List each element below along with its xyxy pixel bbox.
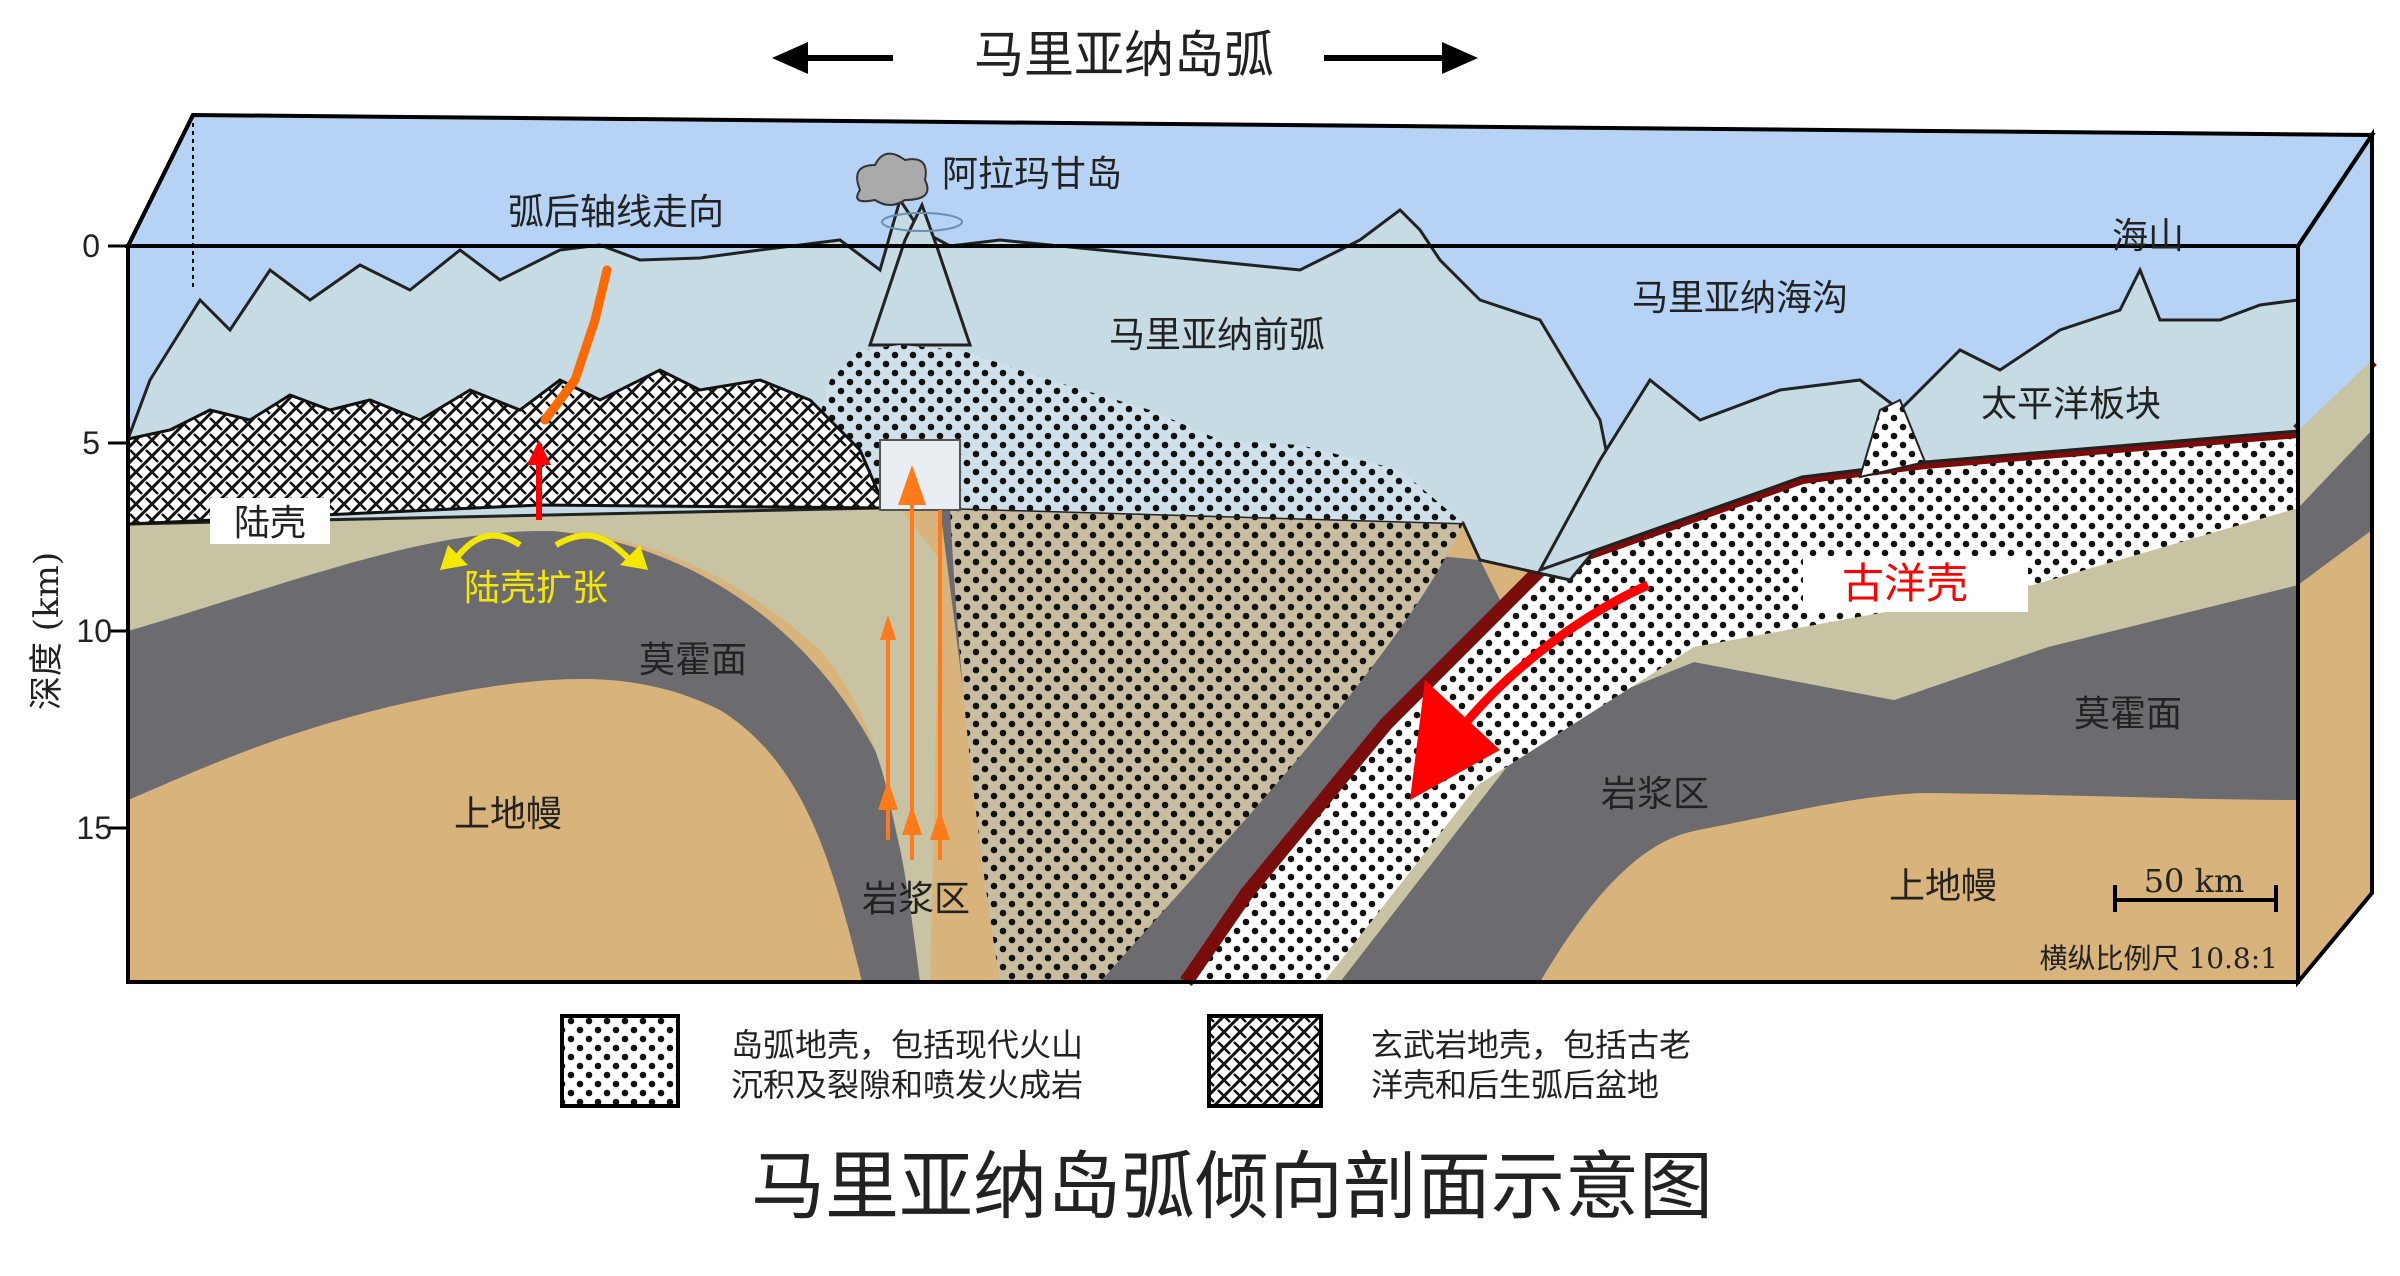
label-backarc-axis: 弧后轴线走向 [508, 192, 724, 233]
seamount-dotted [1858, 398, 1927, 479]
extension-arrow-left [452, 532, 522, 562]
top-face [124, 112, 2376, 248]
legend: 岛弧地壳，包括现代火山 沉积及裂隙和喷发火成岩 玄武岩地壳，包括古老 洋壳和后生… [560, 1014, 1691, 1108]
axis-label: 深度 (km) [27, 552, 67, 710]
depth-axis: 0 5 10 15 深度 (km) [27, 228, 128, 846]
arrow-icon [440, 545, 468, 570]
volcano [867, 201, 973, 347]
arrow-up-icon [527, 440, 551, 465]
crust-right [1324, 508, 2298, 982]
backarc-axis-line [540, 265, 612, 425]
label-seamount: 海山 [2112, 216, 2184, 257]
label-moho-right: 莫霍面 [2074, 694, 2182, 735]
water-ripple [881, 212, 963, 232]
crust-left [128, 505, 940, 982]
arc-crust-dotted [810, 345, 1463, 523]
subduction-arrow [1456, 580, 1650, 733]
scale-bar: 50 km 横纵比例尺 10.8:1 [2040, 862, 2279, 975]
arrow-down-icon [1410, 680, 1500, 800]
legend-dots-line2: 沉积及裂隙和喷发火成岩 [731, 1066, 1083, 1104]
legend-hatch-line2: 洋壳和后生弧后盆地 [1371, 1066, 1659, 1104]
ash-cloud-icon [856, 152, 929, 206]
label-ancient-oceanic-crust: 古洋壳 [1842, 559, 1968, 608]
label-continental-crust: 陆壳 [234, 503, 306, 544]
label-pacific-plate: 太平洋板块 [1981, 384, 2161, 425]
label-box [210, 498, 330, 544]
magma-zone-dotted [950, 508, 1463, 982]
front-face-frame [126, 244, 2300, 984]
legend-swatch-crosshatch [1207, 1014, 1323, 1108]
arrow-up-icon [878, 465, 950, 840]
tick-0: 0 [82, 228, 100, 264]
label-crust-extension: 陆壳扩张 [464, 568, 608, 609]
label-magma-zone-center: 岩浆区 [862, 879, 970, 920]
arrow-icon [620, 545, 648, 570]
label-trench: 马里亚纳海沟 [1632, 278, 1848, 319]
right-arrow-head-icon [1442, 42, 1478, 74]
label-upper-mantle-right: 上地幔 [1889, 866, 1997, 907]
label-magma-zone-right: 岩浆区 [1601, 774, 1709, 815]
footer-title: 马里亚纳岛弧倾向剖面示意图 [751, 1144, 1713, 1230]
magma-ascent-arrows [878, 439, 961, 860]
label-upper-mantle-left: 上地幔 [454, 794, 562, 835]
legend-dots-line1: 岛弧地壳，包括现代火山 [731, 1026, 1083, 1064]
legend-swatch-dots [560, 1014, 680, 1108]
lithosphere-left [128, 528, 930, 982]
upper-mantle-right [1540, 793, 2298, 982]
header-title: 马里亚纳岛弧 [974, 26, 1274, 84]
tick-5: 5 [82, 425, 100, 461]
left-arrow-head-icon [772, 42, 808, 74]
label-box [1803, 556, 2028, 612]
scale-ratio: 横纵比例尺 10.8:1 [2040, 942, 2279, 975]
tick-15: 15 [76, 810, 112, 846]
header: 马里亚纳岛弧 [772, 26, 1478, 84]
label-moho-left: 莫霍面 [639, 640, 747, 681]
label-forearc: 马里亚纳前弧 [1109, 315, 1325, 356]
scale-bar-label: 50 km [2144, 862, 2245, 900]
label-island: 阿拉玛甘岛 [942, 154, 1122, 195]
legend-hatch-line1: 玄武岩地壳，包括古老 [1371, 1026, 1691, 1064]
basalt-crust-crosshatch [126, 368, 888, 526]
extension-arrow-right [554, 532, 633, 563]
tick-10: 10 [76, 613, 112, 649]
